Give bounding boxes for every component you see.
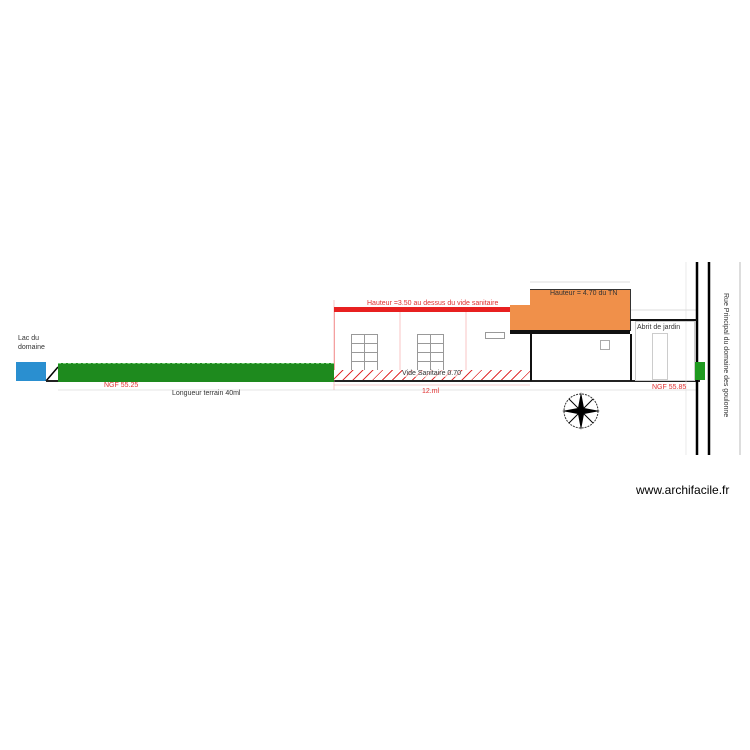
garage-wall: [530, 334, 632, 381]
shed: [635, 321, 695, 381]
shed-label: Abrit de jardin: [637, 324, 681, 331]
compass-icon: [562, 392, 600, 430]
window: [351, 334, 378, 371]
lake: [16, 362, 46, 381]
garage-roof-low: [510, 305, 530, 330]
lawn: [58, 363, 334, 382]
lake-label: Lac du domaine: [18, 335, 45, 351]
shed-roof: [630, 319, 697, 321]
ngf-right-label: NGF 55.85: [652, 384, 687, 391]
garage-beam: [510, 330, 630, 334]
length-label: Longueur terrain 40ml: [172, 390, 241, 397]
garage-window: [600, 340, 610, 350]
hedge: [695, 362, 705, 380]
house-height-label: Hauteur =3.50 au dessus du vide sanitair…: [367, 300, 499, 307]
window: [417, 334, 444, 371]
garage-height-label: Hauteur = 4.70 du TN: [550, 290, 618, 297]
watermark[interactable]: www.archifacile.fr: [636, 483, 730, 497]
crawlspace-label: Vide Sanitaire 0.70: [402, 370, 462, 377]
house-wall: [334, 312, 531, 370]
vent: [485, 332, 505, 339]
house-width-label: 12.ml: [422, 388, 440, 395]
road-label: Rue Principal du domaine des goulonne: [722, 293, 729, 418]
shed-door: [652, 333, 668, 380]
garage-roof: [530, 289, 631, 331]
house-roof: [334, 307, 510, 312]
ngf-left-label: NGF 55.25: [104, 382, 139, 389]
